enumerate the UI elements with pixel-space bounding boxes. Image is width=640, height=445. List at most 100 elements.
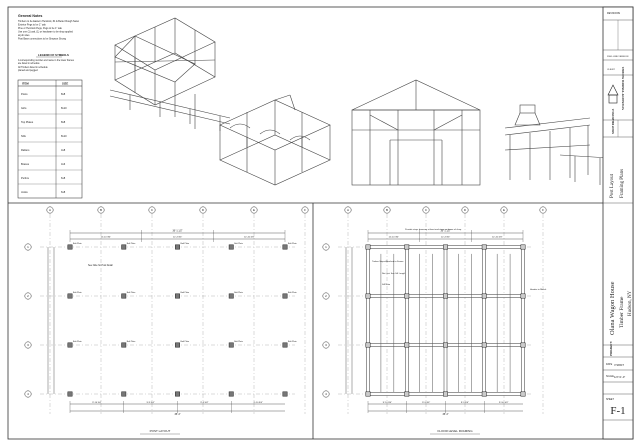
grid-bubble xyxy=(539,206,547,214)
post xyxy=(121,342,127,348)
post xyxy=(282,293,288,299)
right-callout: Not Girt: See Sill Length xyxy=(382,272,406,275)
post xyxy=(228,342,234,348)
grid-bubble xyxy=(422,206,430,214)
grid-bubble xyxy=(46,206,54,214)
post-label: Bolt Plate xyxy=(234,242,243,245)
project-location: Hudson, NY xyxy=(628,290,633,316)
row-label: 1 xyxy=(27,245,29,249)
grid-bubble xyxy=(301,206,309,214)
post xyxy=(67,293,73,299)
sill-beam xyxy=(366,246,370,395)
post-label: Bolt Plate xyxy=(127,340,136,343)
row-label: 2 xyxy=(27,294,29,298)
post xyxy=(481,391,487,397)
notes-line: Exterior Pegs to be 1" oak xyxy=(18,24,46,27)
post-label: Bolt Plate xyxy=(234,340,243,343)
grid-bubble xyxy=(383,206,391,214)
grid-bubble xyxy=(199,206,207,214)
row-bubble xyxy=(24,292,32,300)
post xyxy=(228,391,234,397)
row-label: 4 xyxy=(325,392,327,396)
top-dim: 12'-10 3/4" xyxy=(492,237,503,239)
legend-title: LEGEND OF SYMBOLS xyxy=(38,53,69,57)
right-callout: Header to Match xyxy=(530,288,547,291)
notes-line: at job sites xyxy=(18,34,30,37)
post xyxy=(404,342,410,348)
bottom-overall-dim: 38'-4" xyxy=(174,413,180,416)
schedule-size: 8x10 xyxy=(61,106,67,110)
grid-label: D xyxy=(202,208,205,212)
schedule-item: Posts xyxy=(21,92,28,96)
left-callout: See Note for Post Detail xyxy=(88,264,113,267)
post xyxy=(520,391,526,397)
post xyxy=(282,244,288,250)
post-label: Bolt Plate xyxy=(73,340,82,343)
project-title-1: Olana Wagon House xyxy=(609,281,616,335)
isometric-frame-view xyxy=(109,17,331,186)
date-label: DATE xyxy=(606,363,613,366)
row-label: 3 xyxy=(27,343,29,347)
title-block: REVISIONS DWG LINE VERSION CLIENT VERMON… xyxy=(602,6,634,440)
bottom-overall-dim: 38'-4" xyxy=(442,413,448,416)
grid-bubble xyxy=(461,206,469,214)
scale-label: SCALE xyxy=(606,375,614,378)
bottom-dim: 9'-3 3/4" xyxy=(200,402,208,404)
grid-label: F xyxy=(542,208,544,212)
post xyxy=(365,244,371,250)
grid-bubble xyxy=(97,206,105,214)
notes-line: Post Base connections to be Simpson Stro… xyxy=(18,38,67,41)
post xyxy=(121,244,127,250)
grid-label: D xyxy=(464,208,467,212)
bottom-dim: 9'-10 3/4" xyxy=(254,402,263,404)
post xyxy=(481,342,487,348)
sill-beam xyxy=(405,246,409,395)
bottom-dim: 9'-3 3/4" xyxy=(461,402,469,404)
row-bubble xyxy=(322,341,330,349)
post-label: Bolt Plate xyxy=(288,291,297,294)
grid-bubble xyxy=(148,206,156,214)
schedule-size: 8x10 xyxy=(61,134,67,138)
post xyxy=(121,293,127,299)
post xyxy=(175,342,180,348)
post xyxy=(365,391,371,397)
post xyxy=(404,391,410,397)
grid-label: A xyxy=(49,208,51,212)
post xyxy=(282,342,288,348)
schedule-size: 8x8 xyxy=(61,92,66,96)
bottom-dim: 9'-3 3/4" xyxy=(147,402,155,404)
project-label: PROJECT: xyxy=(609,341,613,356)
post xyxy=(443,244,448,250)
row-bubble xyxy=(322,243,330,251)
interior-frame-view xyxy=(351,79,481,186)
post-label: Bolt Plate xyxy=(288,340,297,343)
sill-beam xyxy=(521,246,525,395)
post xyxy=(175,391,180,397)
post xyxy=(481,244,487,250)
scale-value: 1/4"=1'-0" xyxy=(614,375,625,379)
notes-line: Pine or Hemlock Pegs, Pegs to be 1" oak xyxy=(18,27,63,30)
exterior-frame-view xyxy=(504,104,611,185)
post-label: Bolt Plate xyxy=(127,291,136,294)
dwg-note-label: DWG LINE VERSION xyxy=(607,56,629,58)
schedule-item: Sills xyxy=(21,134,26,138)
right-callout: Sill Note xyxy=(382,283,391,286)
schedule-size: 8x8 xyxy=(61,120,66,124)
company-logo xyxy=(607,84,619,104)
post xyxy=(121,391,127,397)
sheet-title-2: Framing Plans xyxy=(620,169,625,198)
legend-line: planed and pegged xyxy=(18,70,38,72)
top-dim: 12'-10 3/4" xyxy=(101,237,112,239)
post xyxy=(365,342,371,348)
grid-label: B xyxy=(100,208,102,212)
bottom-dim: 9'-10 3/4" xyxy=(92,402,101,404)
schedule-item: Top Plates xyxy=(21,120,34,124)
grid-label: F xyxy=(304,208,306,212)
grid-label: C xyxy=(151,208,154,212)
post xyxy=(443,293,448,299)
grid-label: E xyxy=(503,208,505,212)
post xyxy=(520,342,526,348)
